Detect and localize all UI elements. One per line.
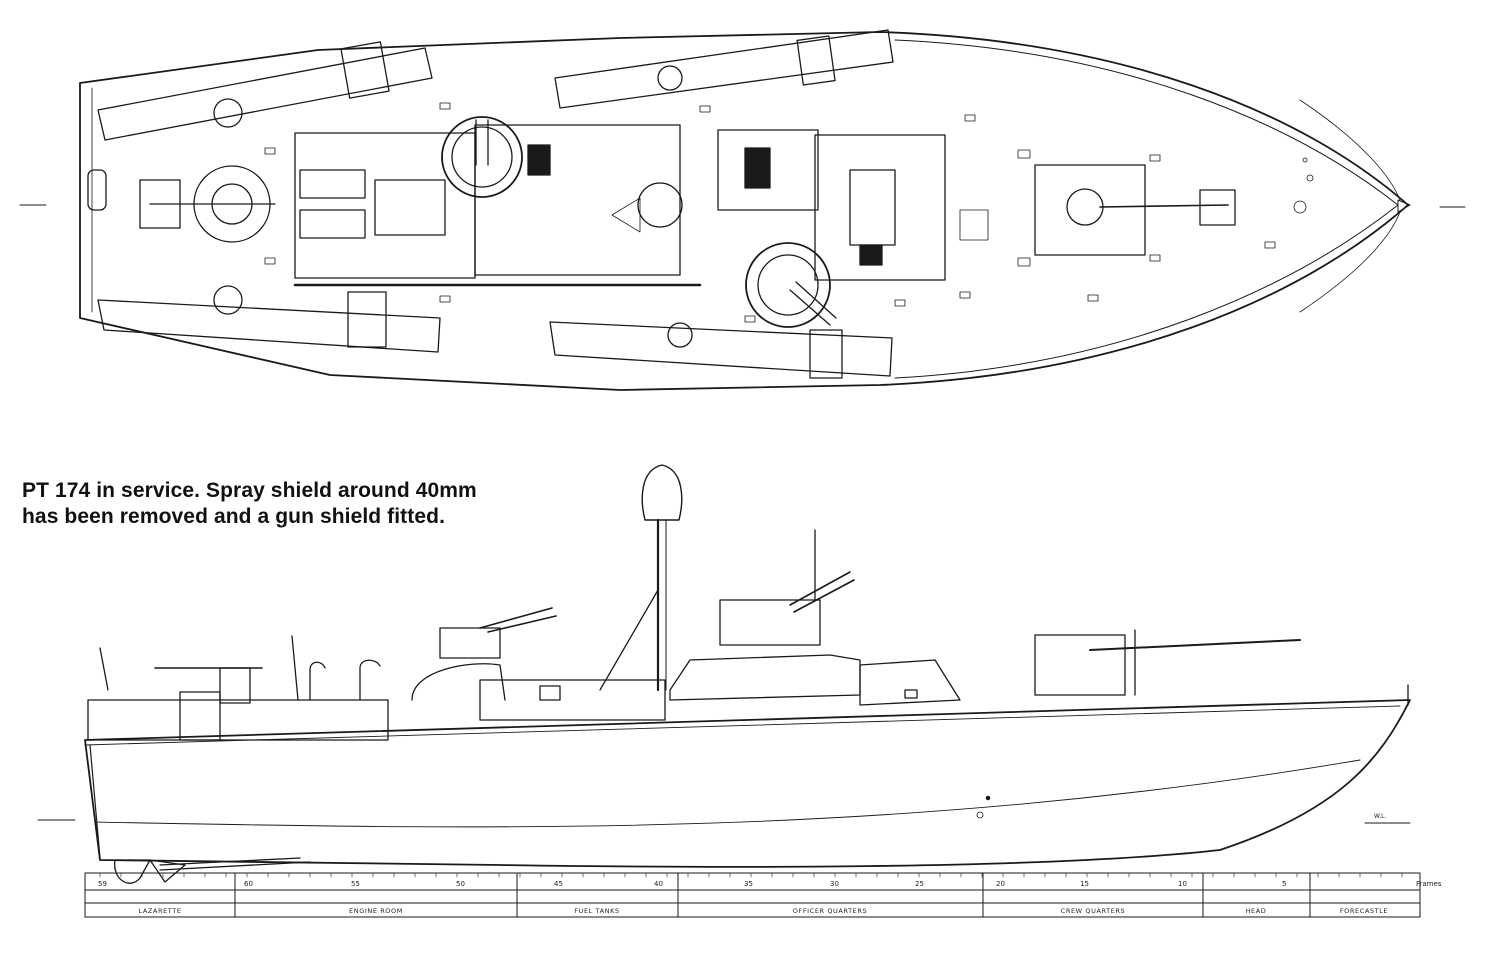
frame-number: 55 <box>351 880 360 888</box>
frame-number: 50 <box>456 880 465 888</box>
frame-number: 35 <box>744 880 753 888</box>
frames-label: Frames <box>1416 880 1442 888</box>
compartment-label: FUEL TANKS <box>574 907 619 915</box>
compartment-labels: LAZARETTE ENGINE ROOM FUEL TANKS OFFICER… <box>138 907 1388 915</box>
compartment-label: FORECASTLE <box>1340 907 1388 915</box>
plan-aft-gun-mount <box>87 165 276 243</box>
frame-ticks <box>99 872 1403 878</box>
waterline-label: W.L. <box>1374 813 1386 820</box>
frame-number: 5 <box>1282 880 1286 888</box>
frame-number: 25 <box>915 880 924 888</box>
plan-torpedo-tubes <box>97 29 894 379</box>
profile-view: W.L. <box>37 464 1442 918</box>
compartment-label: HEAD <box>1246 907 1267 915</box>
plan-deckhouse <box>474 124 946 281</box>
compartment-label: CREW QUARTERS <box>1061 907 1126 915</box>
profile-deck-structures <box>87 464 1409 741</box>
compartment-label: LAZARETTE <box>138 907 181 915</box>
frame-number: 60 <box>244 880 253 888</box>
frame-number: 59 <box>98 880 107 888</box>
frames-scale <box>84 872 1421 918</box>
frame-number: 20 <box>996 880 1005 888</box>
frame-number: 30 <box>830 880 839 888</box>
frame-number: 45 <box>554 880 563 888</box>
frame-number: 10 <box>1178 880 1187 888</box>
caption-line-1: PT 174 in service. Spray shield around 4… <box>22 479 477 502</box>
drawing-caption: PT 174 in service. Spray shield around 4… <box>22 478 477 530</box>
plan-port-turret <box>441 116 523 198</box>
profile-running-gear <box>114 857 311 884</box>
profile-hull <box>84 699 1411 868</box>
plan-deck-fittings <box>264 102 1314 323</box>
plan-view <box>19 29 1466 391</box>
frame-numbers: 59 60 55 50 45 40 35 30 25 20 15 10 5 Fr… <box>98 880 1442 888</box>
plan-engine-room-hatch <box>293 132 702 287</box>
compartment-label: OFFICER QUARTERS <box>793 907 867 915</box>
frame-number: 40 <box>654 880 663 888</box>
plan-starboard-turret <box>745 242 837 328</box>
plan-bow-gun <box>1034 164 1236 256</box>
plan-hull-outline <box>79 31 1409 391</box>
compartment-label: ENGINE ROOM <box>349 907 403 915</box>
caption-line-2: has been removed and a gun shield fitted… <box>22 505 446 528</box>
frame-number: 15 <box>1080 880 1089 888</box>
